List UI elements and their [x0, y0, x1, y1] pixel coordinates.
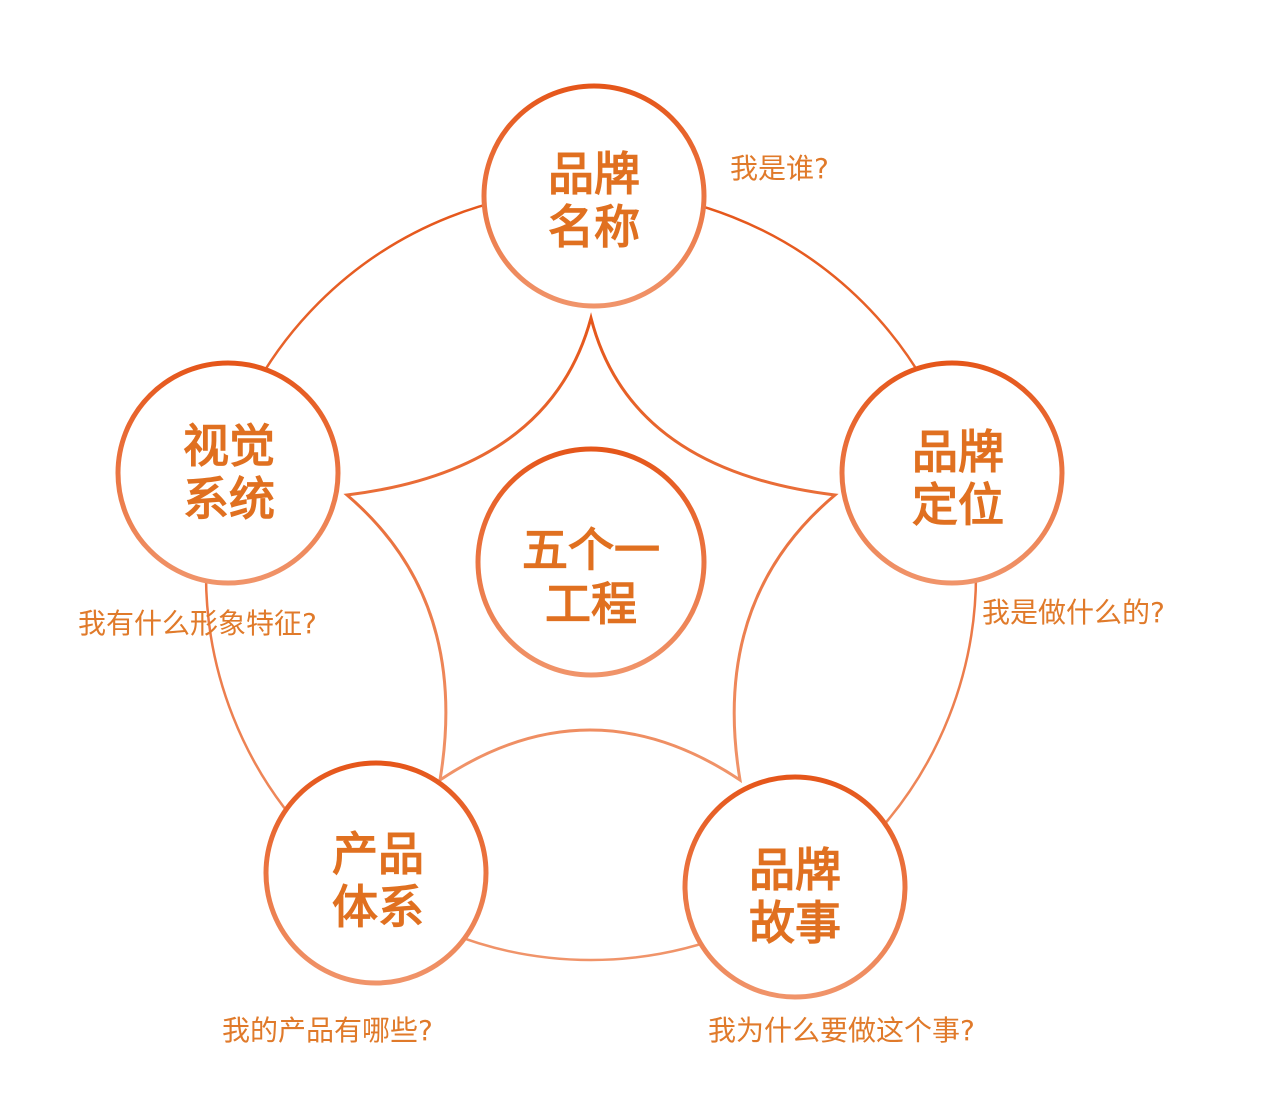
node-title-line2: 名称	[548, 200, 640, 254]
node-brand-story: 品牌 故事 我为什么要做这个事?	[682, 774, 975, 1047]
node-title-line1: 产品	[332, 827, 424, 881]
node-question: 我的产品有哪些?	[222, 1014, 433, 1047]
node-brand-positioning: 品牌 定位 我是做什么的?	[839, 360, 1165, 629]
center-title-line2: 工程	[545, 577, 637, 631]
node-brand-name: 品牌 名称 我是谁?	[481, 83, 829, 309]
node-question: 我是谁?	[730, 152, 829, 185]
node-title-line2: 体系	[332, 880, 424, 934]
node-title-line1: 品牌	[912, 425, 1004, 479]
node-title-line2: 故事	[749, 896, 841, 950]
center-node: 五个一 工程	[475, 446, 707, 678]
node-question: 我是做什么的?	[982, 596, 1165, 629]
node-title-line1: 视觉	[183, 419, 275, 473]
center-title-line1: 五个一	[522, 523, 660, 577]
node-product-system: 产品 体系 我的产品有哪些?	[222, 760, 489, 1047]
node-title-line2: 系统	[183, 472, 275, 526]
node-question: 我为什么要做这个事?	[708, 1014, 975, 1047]
node-title-line2: 定位	[912, 478, 1004, 532]
node-title-line1: 品牌	[548, 147, 640, 201]
node-title-line1: 品牌	[749, 843, 841, 897]
node-visual-system: 视觉 系统 我有什么形象特征?	[78, 360, 341, 640]
node-question: 我有什么形象特征?	[78, 607, 317, 640]
